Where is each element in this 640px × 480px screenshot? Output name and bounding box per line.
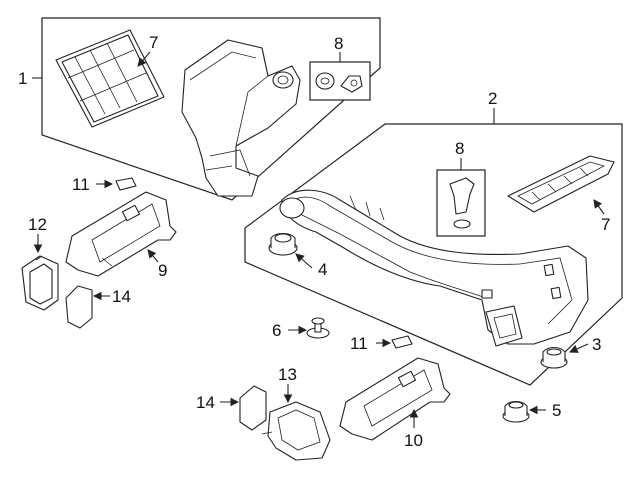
- leader-lines: [32, 51, 605, 428]
- callout-8-lower: 8: [455, 139, 464, 158]
- callout-11-lower: 11: [350, 334, 368, 353]
- callout-7-lower: 7: [601, 215, 610, 234]
- callout-5: 5: [552, 401, 561, 420]
- callout-1: 1: [18, 69, 27, 88]
- pad-11-lower: [391, 335, 413, 349]
- callout-8-upper: 8: [334, 34, 343, 53]
- cover-14-lower: [239, 385, 267, 431]
- callout-12: 12: [28, 215, 47, 234]
- air-filter-group-2: [507, 155, 615, 213]
- grommet-6: [306, 317, 330, 339]
- callout-14-upper: 14: [112, 287, 131, 306]
- callout-3: 3: [592, 335, 601, 354]
- callout-14-lower: 14: [196, 393, 215, 412]
- mount-3: [540, 346, 568, 369]
- mount-4: [268, 232, 298, 256]
- intake-tube-2: [279, 189, 589, 347]
- inlet-duct-13: [261, 401, 331, 461]
- callout-13: 13: [278, 365, 297, 384]
- callout-11-upper: 11: [72, 175, 90, 194]
- mount-5: [502, 400, 530, 423]
- callout-2: 2: [488, 89, 497, 108]
- callout-4: 4: [318, 260, 327, 279]
- inlet-boot-12: [21, 255, 59, 311]
- callout-9: 9: [158, 261, 167, 280]
- resonator-duct-9: [65, 191, 177, 277]
- air-cleaner-housing-1: [181, 39, 301, 197]
- callout-6: 6: [272, 321, 281, 340]
- air-filter-top: [55, 29, 165, 128]
- callout-7-upper: 7: [149, 33, 158, 52]
- seal-inset-2: [436, 169, 486, 237]
- cover-14-left: [65, 285, 93, 329]
- seal-inset-1: [309, 61, 371, 101]
- pad-11-upper: [115, 177, 137, 191]
- callout-10: 10: [404, 431, 423, 450]
- resonator-duct-10: [339, 357, 451, 441]
